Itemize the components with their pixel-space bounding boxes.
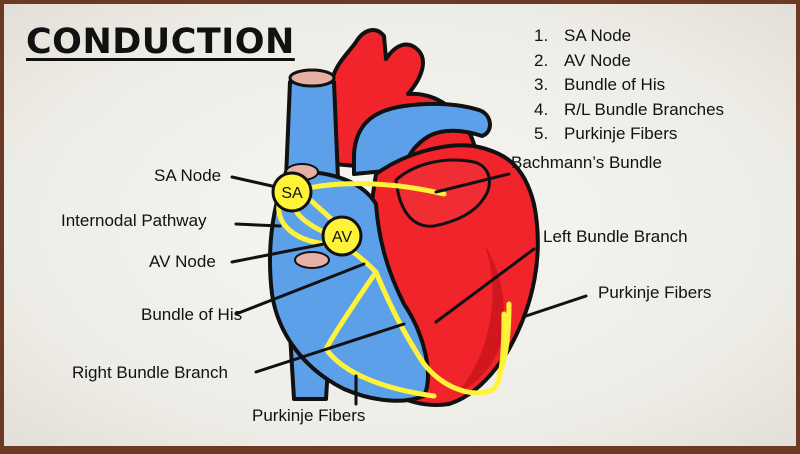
purkinje-path-bottom: [323, 346, 437, 399]
purkinje-path-right: [496, 301, 512, 377]
label-bachmanns-bundle: Bachmann’s Bundle: [511, 153, 662, 172]
conduction-steps-list: 1.SA Node 2.AV Node 3.Bundle of His 4.R/…: [534, 24, 724, 147]
leader-internodal: [234, 222, 282, 228]
page-title: CONDUCTION: [26, 22, 295, 62]
heart-diagram: SA AV: [230, 28, 588, 407]
label-right-bundle-branch: Right Bundle Branch: [72, 363, 228, 382]
list-item: 2.AV Node: [534, 50, 631, 70]
label-sa-node: SA Node: [154, 166, 222, 185]
leader-bachmann: [434, 172, 511, 194]
ventricle-wall: [456, 244, 504, 394]
av-node-text: AV: [332, 229, 352, 246]
av-node-marker: AV: [321, 215, 363, 257]
leader-purkinje-right: [524, 294, 588, 318]
list-item: 5.Purkinje Fibers: [534, 124, 678, 143]
leader-av-node: [230, 242, 326, 264]
label-internodal-pathway: Internodal Pathway: [61, 211, 207, 230]
label-left-bundle-branch: Left Bundle Branch: [543, 227, 688, 246]
label-bundle-of-his: Bundle of His: [141, 305, 243, 324]
bachmanns-bundle-path: [301, 181, 447, 197]
label-purkinje-fibers-right: Purkinje Fibers: [598, 283, 712, 302]
sa-node-marker: SA: [271, 171, 313, 213]
leader-right-bundle: [254, 322, 406, 374]
leader-sa-node: [230, 175, 274, 188]
leader-left-bundle: [434, 247, 536, 324]
label-purkinje-fibers-bottom: Purkinje Fibers: [252, 406, 366, 425]
list-item: 1.SA Node: [534, 26, 632, 45]
leader-lines: [230, 172, 588, 406]
sa-node-text: SA: [281, 185, 303, 202]
list-item: 4.R/L Bundle Branches: [534, 99, 725, 119]
vena-cava-opening: [288, 68, 336, 88]
label-av-node: AV Node: [149, 252, 216, 271]
valve-lower: [294, 251, 330, 269]
list-item: 3.Bundle of His: [534, 75, 666, 94]
pulmonary-artery: [352, 101, 492, 176]
right-bundle-branch-path: [323, 269, 379, 352]
leader-bundle-of-his: [234, 262, 366, 316]
